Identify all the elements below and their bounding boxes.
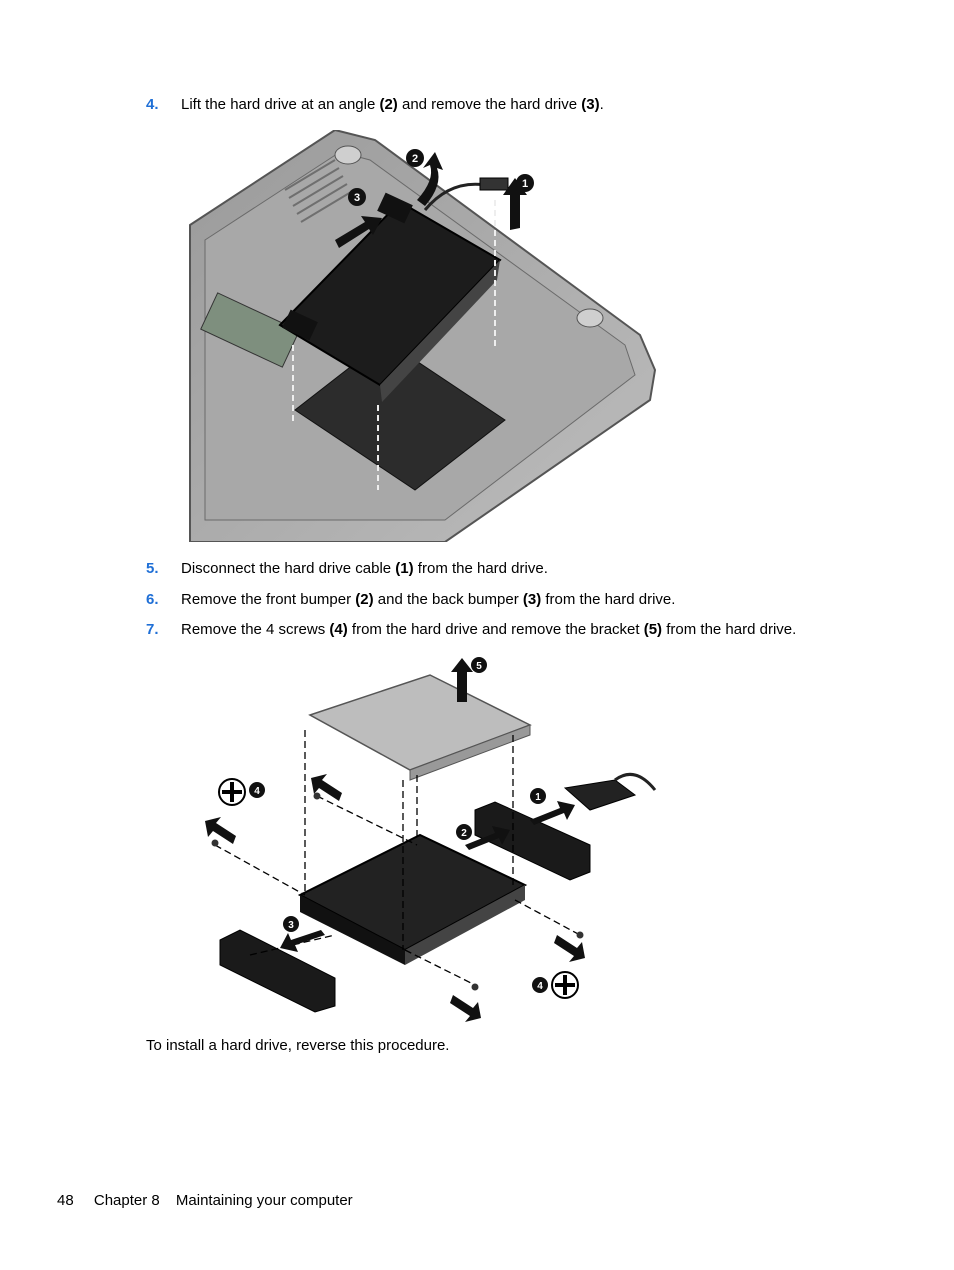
arrow-down-icon: [450, 995, 481, 1022]
figure-hard-drive-removal: 1 2 3: [189, 130, 657, 542]
step-text: Disconnect the hard drive cable (1) from…: [181, 560, 548, 578]
rubber-foot: [334, 145, 362, 165]
text-run: from the hard drive.: [541, 591, 676, 608]
arrow-right-icon: [465, 826, 510, 850]
drive-bumper: [377, 192, 413, 224]
drive-bracket: [308, 674, 532, 771]
step-number: 7.: [146, 621, 159, 638]
callout-number: 3: [288, 920, 294, 931]
chapter-label: Chapter 8: [93, 1192, 160, 1209]
arrow-down-icon: [554, 935, 585, 962]
vent-grille: [284, 159, 352, 223]
screw: [313, 792, 321, 800]
screw: [471, 983, 479, 991]
cable-connector: [479, 177, 509, 191]
arrow-right-icon: [530, 801, 575, 825]
callout-number: 3: [354, 192, 360, 204]
guide-lines: [292, 200, 496, 490]
callout-ref: (5): [643, 621, 663, 638]
step-number: 6.: [146, 591, 159, 608]
drive-cable: [563, 779, 637, 811]
screwdriver-icon: [218, 778, 246, 806]
callout-5: 5: [471, 657, 487, 673]
text-run: from the hard drive and remove the brack…: [347, 621, 644, 638]
callout-3: 3: [283, 916, 299, 932]
callout-3: 3: [348, 188, 366, 206]
step-text: Lift the hard drive at an angle (2) and …: [181, 96, 604, 114]
back-bumper: [474, 801, 591, 881]
callout-number: 1: [535, 792, 541, 803]
text-run: Lift the hard drive at an angle: [181, 96, 380, 113]
callout-number: 5: [476, 661, 482, 672]
callout-4: 4: [532, 977, 548, 993]
figure-hard-drive-disassembly: 1 2 3 4 4 5: [205, 657, 657, 1022]
text-run: and remove the hard drive: [397, 96, 582, 113]
page-footer: 48 Chapter 8 Maintaining your computer: [57, 1192, 353, 1210]
arrow-curve-icon: [417, 152, 443, 206]
text-run: from the hard drive.: [413, 560, 548, 577]
closing-note: To install a hard drive, reverse this pr…: [146, 1037, 450, 1054]
callout-ref: (4): [329, 621, 348, 638]
arrow-diagonal-icon: [205, 817, 236, 844]
callout-ref: (2): [379, 96, 398, 113]
callout-ref: (3): [581, 96, 600, 113]
chapter-title: Maintaining your computer: [175, 1192, 353, 1209]
callout-number: 2: [412, 153, 418, 165]
callout-number: 1: [522, 178, 528, 190]
step-text: Remove the front bumper (2) and the back…: [181, 591, 675, 609]
memory-module: [200, 292, 300, 368]
callout-ref: (2): [355, 591, 374, 608]
text-run: Remove the front bumper: [181, 591, 356, 608]
callout-1: 1: [530, 788, 546, 804]
callout-ref: (1): [395, 560, 414, 577]
drive-bumper: [282, 309, 318, 341]
callout-2: 2: [406, 149, 424, 167]
arrow-left-icon: [280, 930, 325, 952]
text-run: .: [599, 96, 604, 113]
callout-2: 2: [456, 824, 472, 840]
rubber-foot: [576, 308, 604, 328]
step-number: 5.: [146, 560, 159, 577]
callout-number: 4: [537, 981, 543, 992]
screw: [211, 839, 219, 847]
arrow-diagonal-icon: [335, 216, 382, 248]
callout-ref: (3): [522, 591, 542, 608]
text-run: Remove the 4 screws: [181, 621, 330, 638]
hard-drive: [297, 833, 528, 952]
callout-1: 1: [516, 174, 534, 192]
callout-number: 2: [461, 828, 467, 839]
callout-number: 4: [254, 786, 260, 797]
guide-lines: [214, 730, 581, 986]
text-run: from the hard drive.: [662, 621, 797, 638]
arrow-up-icon: [451, 658, 473, 702]
text-run: and the back bumper: [373, 591, 523, 608]
arrow-diagonal-icon: [311, 774, 342, 801]
page-number: 48: [57, 1192, 74, 1209]
screwdriver-icon: [551, 971, 579, 999]
drive-cable: [423, 182, 486, 211]
step-number: 4.: [146, 96, 159, 113]
step-text: Remove the 4 screws (4) from the hard dr…: [181, 621, 796, 639]
screw: [576, 931, 584, 939]
callout-4: 4: [249, 782, 265, 798]
front-bumper: [219, 929, 336, 1013]
text-run: Disconnect the hard drive cable: [181, 560, 396, 577]
